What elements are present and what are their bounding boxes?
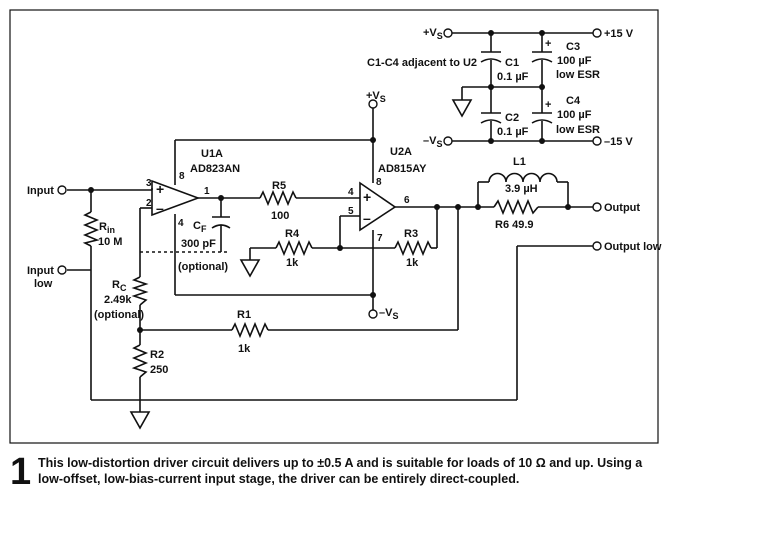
- c3-note: low ESR: [556, 69, 600, 81]
- u2-pin6: 6: [404, 195, 410, 206]
- l1-value: 3.9 µH: [505, 183, 538, 195]
- u2-pin5: 5: [348, 206, 354, 217]
- r4-name: R4: [285, 228, 300, 240]
- vs-top-terminal: [368, 99, 378, 109]
- opamp-u2a: [359, 181, 397, 232]
- u1-pin2: 2: [146, 198, 152, 209]
- r5-name: R5: [272, 180, 286, 192]
- u1-part: AD823AN: [190, 163, 240, 175]
- supply-pos-label: +VS: [423, 27, 443, 41]
- u1-pin1: 1: [204, 186, 210, 197]
- output-low-terminal: [592, 241, 602, 251]
- resistor-rin: [82, 211, 100, 247]
- c1-value: 0.1 µF: [497, 71, 529, 83]
- plus15-label: +15 V: [604, 28, 634, 40]
- rc-value: 2.49k: [104, 294, 132, 306]
- ground-icon: [129, 411, 151, 430]
- ground-symbols: [129, 99, 473, 430]
- resistor-r3: [394, 239, 432, 257]
- rc-label: RC: [112, 279, 127, 293]
- input-terminal: [57, 185, 67, 195]
- wires: [67, 32, 593, 412]
- vs-top-label: +VS: [366, 90, 386, 104]
- r3-name: R3: [404, 228, 418, 240]
- u1-name: U1A: [201, 148, 223, 160]
- input-low-label-2: low: [34, 278, 53, 290]
- ground-icon: [239, 259, 261, 278]
- u1-pin3: 3: [146, 178, 152, 189]
- u2-pin4: 4: [348, 187, 354, 198]
- resistor-r1: [231, 321, 269, 339]
- r2-value: 250: [150, 364, 168, 376]
- minus15-terminal: [592, 136, 602, 146]
- output-terminal: [592, 202, 602, 212]
- u2-minus: –: [363, 210, 371, 226]
- figure-frame: [9, 9, 659, 444]
- u2-plus: +: [363, 189, 371, 205]
- cf-value: 300 pF: [181, 238, 216, 250]
- c4-value: 100 µF: [557, 109, 592, 121]
- r4-value: 1k: [286, 257, 299, 269]
- r2-name: R2: [150, 349, 164, 361]
- u2-part: AD815AY: [378, 163, 427, 175]
- c3-name: C3: [566, 41, 580, 53]
- c4-note: low ESR: [556, 124, 600, 136]
- resistor-r2: [131, 344, 149, 378]
- minus15-label: –15 V: [604, 136, 633, 148]
- supply-neg-terminal: [443, 136, 453, 146]
- junction-dots: [88, 30, 571, 333]
- resistors: [82, 189, 539, 378]
- u2-name: U2A: [390, 146, 412, 158]
- caption-text: This low-distortion driver circuit deliv…: [38, 456, 643, 486]
- r3-value: 1k: [406, 257, 419, 269]
- r1-name: R1: [237, 309, 251, 321]
- r6-label: R6 49.9: [495, 219, 534, 231]
- c1-name: C1: [505, 57, 519, 69]
- output-label: Output: [604, 202, 640, 214]
- input-low-terminal: [57, 265, 67, 275]
- output-low-label: Output low: [604, 241, 662, 253]
- cf-note: (optional): [178, 261, 228, 273]
- l1-name: L1: [513, 156, 526, 168]
- input-label: Input: [27, 185, 54, 197]
- rin-value: 10 M: [98, 236, 122, 248]
- u1-pin8: 8: [179, 171, 185, 182]
- inductor-l1: [488, 172, 558, 183]
- resistor-r5: [259, 189, 297, 207]
- c2-value: 0.1 µF: [497, 126, 529, 138]
- figure-number: 1: [10, 451, 32, 493]
- supply-pos-terminal: [443, 28, 453, 38]
- supply-neg-label: –VS: [423, 135, 442, 149]
- r1-value: 1k: [238, 343, 251, 355]
- cf-label: CF: [193, 220, 207, 234]
- vs-bottom-label: –VS: [379, 307, 398, 321]
- u2-pin8: 8: [376, 177, 382, 188]
- c4-plus: +: [545, 99, 551, 111]
- c3-value: 100 µF: [557, 55, 592, 67]
- terminals: [57, 28, 602, 319]
- u1-plus: +: [156, 181, 164, 197]
- resistor-r6: [493, 198, 539, 216]
- input-low-label: Input: [27, 265, 54, 277]
- c-note: C1-C4 adjacent to U2: [367, 57, 477, 69]
- resistor-r4: [275, 239, 313, 257]
- vs-bottom-terminal: [368, 309, 378, 319]
- resistor-rc: [131, 276, 149, 306]
- opamp-u1a: [151, 179, 201, 217]
- u1-minus: –: [156, 200, 164, 216]
- r5-value: 100: [271, 210, 289, 222]
- u1-pin4: 4: [178, 218, 184, 229]
- c4-name: C4: [566, 95, 581, 107]
- labels: Input Input low Rin 10 M U1A AD823AN 3 2…: [27, 27, 662, 376]
- ground-icon: [451, 99, 473, 118]
- c2-name: C2: [505, 112, 519, 124]
- c3-plus: +: [545, 38, 551, 50]
- rc-note: (optional): [94, 309, 144, 321]
- u2-pin7: 7: [377, 233, 383, 244]
- plus15-terminal: [592, 28, 602, 38]
- capacitors: [211, 51, 553, 229]
- rin-label: Rin: [99, 221, 115, 235]
